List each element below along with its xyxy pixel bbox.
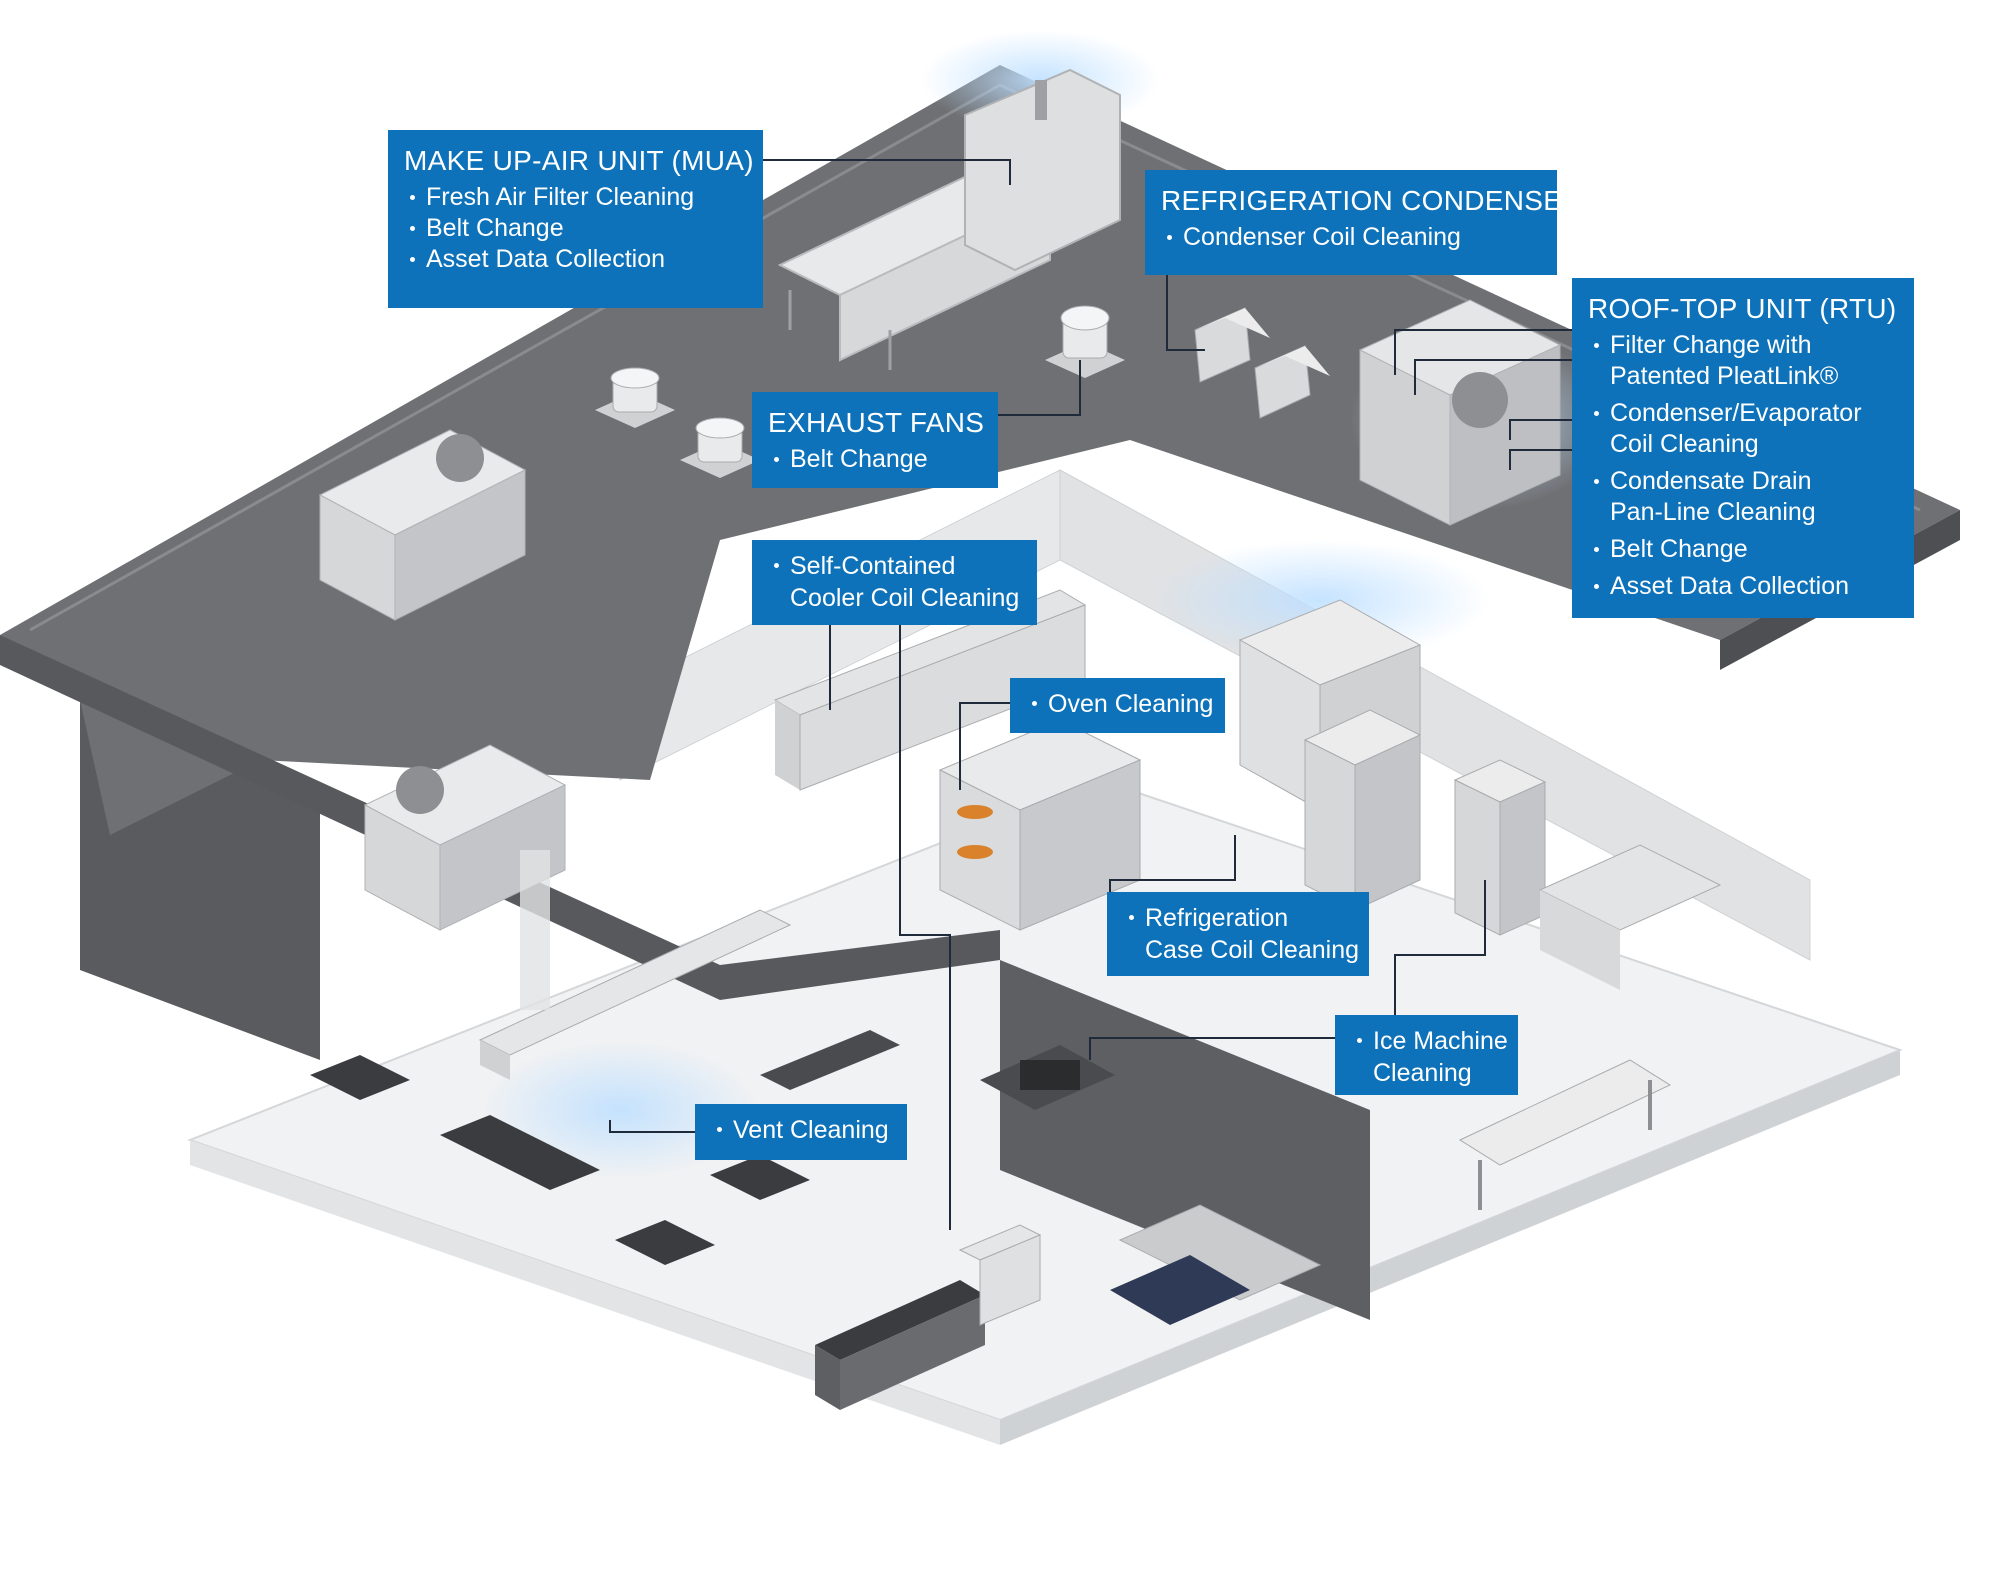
roof-top-unit-rtu — [1358, 299, 1562, 526]
service-item: Vent Cleaning — [711, 1114, 889, 1146]
callout-refrigeration-condenser: REFRIGERATION CONDENSER Condenser Coil C… — [1145, 170, 1583, 275]
service-item: Condensate Drain Pan-Line Cleaning — [1588, 466, 1896, 528]
display-case — [958, 1224, 1042, 1326]
service-item: Refrigeration Case Coil Cleaning — [1123, 902, 1360, 966]
exhaust-fan-1 — [595, 367, 675, 428]
dining-table-1 — [310, 1055, 410, 1100]
roof-parapet-left — [0, 635, 1000, 1000]
kitchen-glow — [1150, 540, 1490, 660]
dining-table-2 — [440, 1115, 600, 1190]
service-item-line: Self-Contained — [790, 552, 956, 580]
service-item: Asset Data Collection — [404, 244, 745, 275]
service-item: Asset Data Collection — [1588, 571, 1896, 602]
floor-right-edge — [1000, 1050, 1900, 1445]
callout-title: REFRIGERATION CONDENSER — [1161, 185, 1583, 216]
host-counter — [815, 1280, 985, 1410]
service-item: Oven Cleaning — [1026, 688, 1213, 720]
service-item: Condenser Coil Cleaning — [1161, 222, 1539, 253]
exhaust-fan-3 — [1045, 305, 1125, 378]
roof-top-unit-lower — [363, 744, 567, 931]
leader-lines — [609, 159, 1572, 1230]
dining-kitchen-wall — [1000, 960, 1370, 1320]
bar-counter — [760, 1030, 900, 1090]
callout-make-up-air-unit: MAKE UP-AIR UNIT (MUA) Fresh Air Filter … — [388, 130, 763, 308]
coffee-station — [980, 1045, 1115, 1110]
callout-roof-top-unit: ROOF-TOP UNIT (RTU) Filter Change with P… — [1572, 278, 1914, 618]
service-item: Condenser/Evaporator Coil Cleaning — [1588, 398, 1896, 460]
service-item-line: Condenser/Evaporator — [1610, 399, 1862, 427]
dining-table-4 — [615, 1220, 715, 1265]
service-item-line: Refrigeration — [1145, 904, 1289, 932]
service-item: Belt Change — [1588, 534, 1896, 565]
dining-table-3 — [710, 1155, 810, 1200]
service-item-line: Filter Change with — [1610, 331, 1812, 359]
callout-title: EXHAUST FANS — [768, 407, 985, 438]
service-item-line: Patented PleatLink® — [1610, 362, 1839, 390]
sink-station — [1538, 844, 1722, 990]
service-item: Belt Change — [404, 213, 745, 244]
prep-table — [1458, 1059, 1672, 1210]
callout-title: ROOF-TOP UNIT (RTU) — [1588, 293, 1897, 324]
lounge-sofa — [1110, 1204, 1322, 1325]
callout-refrigeration-case-coil-cleaning: Refrigeration Case Coil Cleaning — [1107, 892, 1369, 976]
service-item: Fresh Air Filter Cleaning — [404, 182, 745, 213]
callout-vent-cleaning: Vent Cleaning — [695, 1104, 907, 1160]
service-item-line: Ice Machine — [1373, 1027, 1508, 1055]
service-item-line: Pan-Line Cleaning — [1610, 498, 1816, 526]
service-item-line: Cleaning — [1373, 1059, 1472, 1087]
callout-exhaust-fans: EXHAUST FANS Belt Change — [752, 392, 998, 488]
callout-cooler-coil-cleaning: Self-Contained Cooler Coil Cleaning — [752, 540, 1037, 625]
service-item-line: Cooler Coil Cleaning — [790, 584, 1020, 612]
callout-title: MAKE UP-AIR UNIT (MUA) — [404, 145, 754, 176]
ice-machine — [1453, 759, 1547, 936]
service-item-line: Condensate Drain — [1610, 467, 1812, 495]
floor-front-edge — [190, 1140, 1000, 1445]
make-up-air-unit — [777, 68, 1121, 370]
service-item-line: Asset Data Collection — [1610, 572, 1850, 600]
exhaust-hood-duct — [478, 850, 792, 1080]
service-item-line: Case Coil Cleaning — [1145, 936, 1360, 964]
service-item: Belt Change — [768, 444, 980, 475]
exhaust-fan-2 — [680, 417, 760, 478]
combi-refrigerator — [1303, 709, 1422, 911]
service-item: Self-Contained Cooler Coil Cleaning — [768, 550, 1019, 614]
service-item: Filter Change with Patented PleatLink® — [1588, 330, 1896, 392]
service-item-line: Belt Change — [1610, 535, 1748, 563]
service-item: Ice Machine Cleaning — [1351, 1025, 1508, 1089]
service-item-line: Coil Cleaning — [1610, 430, 1759, 458]
refrigeration-condenser-units — [1194, 307, 1330, 419]
roof-top-unit-left — [318, 429, 527, 621]
callout-ice-machine-cleaning: Ice Machine Cleaning — [1335, 1015, 1518, 1095]
callout-oven-cleaning: Oven Cleaning — [1010, 678, 1225, 733]
